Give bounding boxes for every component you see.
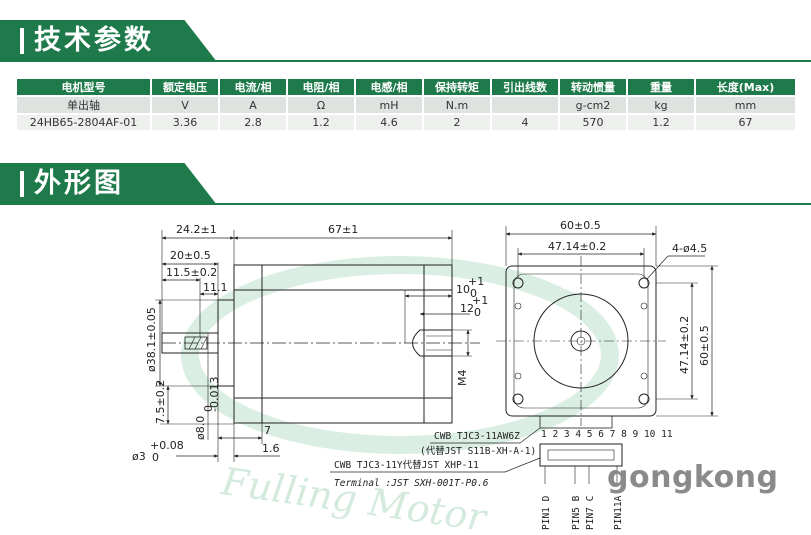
table-cell: V xyxy=(152,97,218,113)
specs-table: 电机型号 额定电压 电流/相 电阻/相 电感/相 保持转矩 引出线数 转动惯量 … xyxy=(15,77,797,132)
dim-label: 60±0.5 xyxy=(560,219,601,232)
table-cell: A xyxy=(220,97,286,113)
section-header-outline: 外形图 xyxy=(0,163,217,205)
dim-label-tol: +1 xyxy=(468,275,484,288)
table-row: 单出轴 V A Ω mH N.m g-cm2 kg mm xyxy=(17,97,795,113)
motor-shaft xyxy=(161,332,219,354)
shaft-flat xyxy=(184,336,208,350)
table-cell: mm xyxy=(696,97,795,113)
table-cell: 1.2 xyxy=(288,115,354,130)
table-cell: 2.8 xyxy=(220,115,286,130)
table-header-cell: 长度(Max) xyxy=(696,79,795,95)
table-cell: kg xyxy=(628,97,694,113)
connector-label: (代替JST S11B-XH-A-1) xyxy=(420,445,536,457)
table-header-cell: 重量 xyxy=(628,79,694,95)
dim-label: 10 xyxy=(456,283,470,296)
connector-label: Terminal :JST SXH-001T-P0.6 xyxy=(334,478,489,489)
dim-label: 11.5±0.2 xyxy=(166,266,217,279)
dim-label: 47.14±0.2 xyxy=(678,316,691,374)
table-header-cell: 电感/相 xyxy=(356,79,422,95)
dim-label: 7.5±0.2 xyxy=(154,380,167,424)
section-header-specs: 技术参数 xyxy=(0,20,217,62)
dim-label-tol: +1 xyxy=(472,294,488,307)
table-cell: mH xyxy=(356,97,422,113)
dim-label: M4 xyxy=(456,370,469,387)
pin-label: PIN5 B xyxy=(571,495,582,530)
pin-label: PIN11A xyxy=(613,495,624,530)
leader-line xyxy=(504,457,541,473)
dim-label: 60±0.5 xyxy=(698,325,711,366)
table-row: 24HB65-2804AF-01 3.36 2.8 1.2 4.6 2 4 57… xyxy=(17,115,795,130)
table-cell: Ω xyxy=(288,97,354,113)
connector-plug-inner xyxy=(547,449,615,461)
table-header-cell: 电阻/相 xyxy=(288,79,354,95)
dim-label-tol: 0 xyxy=(474,306,481,319)
section-header-accent xyxy=(20,28,24,54)
dim-label-tol: 0 xyxy=(202,405,215,412)
brand-watermark: gongkong xyxy=(607,460,779,495)
dim-label: 1.6 xyxy=(262,442,280,455)
watermark-logo xyxy=(181,256,619,454)
table-cell xyxy=(492,97,558,113)
connector-plug xyxy=(539,443,623,467)
dim-label: ø8.0 xyxy=(194,416,207,440)
table-cell: N.m xyxy=(424,97,490,113)
dim-label-tol: -0.013 xyxy=(208,377,221,412)
rear-thread-hole xyxy=(412,329,452,357)
dim-label-tol: +0.08 xyxy=(150,439,184,452)
shaft-hatch xyxy=(194,336,202,350)
leader-line xyxy=(519,427,541,444)
section-header-bar xyxy=(0,20,217,62)
table-header-cell: 额定电压 xyxy=(152,79,218,95)
connector-housing xyxy=(539,415,613,429)
pin-label: PIN1 D xyxy=(541,495,552,530)
dim-label: 11.1 xyxy=(203,281,228,294)
table-cell: 24HB65-2804AF-01 xyxy=(17,115,150,130)
pin-label: PIN7 C xyxy=(585,496,596,530)
dim-label: ø38.1±0.05 xyxy=(145,307,158,372)
table-cell: 1.2 xyxy=(628,115,694,130)
section-title-specs: 技术参数 xyxy=(34,25,154,56)
connector-label: CWB TJC3-11AW6Z xyxy=(434,431,520,442)
table-header-cell: 保持转矩 xyxy=(424,79,490,95)
pin-numbers: 1 2 3 4 5 6 7 8 9 10 11 xyxy=(541,429,673,440)
table-cell: 3.36 xyxy=(152,115,218,130)
table-cell: 单出轴 xyxy=(17,97,150,113)
table-header-cell: 引出线数 xyxy=(492,79,558,95)
table-cell: 4.6 xyxy=(356,115,422,130)
leader-line xyxy=(646,255,669,280)
section-header-bar xyxy=(0,163,217,205)
dim-label: 67±1 xyxy=(328,223,358,236)
table-header-cell: 电流/相 xyxy=(220,79,286,95)
table-header-cell: 转动惯量 xyxy=(560,79,626,95)
section-divider xyxy=(0,203,811,205)
table-header-cell: 电机型号 xyxy=(17,79,150,95)
table-cell: 2 xyxy=(424,115,490,130)
mount-holes xyxy=(512,277,650,405)
dim-label: 7 xyxy=(264,424,271,437)
dim-label: ø3 xyxy=(132,450,146,463)
dim-label: 4-ø4.5 xyxy=(672,242,707,255)
dim-label: 24.2±1 xyxy=(176,223,217,236)
shaft-hatch xyxy=(188,336,196,350)
table-cell: 570 xyxy=(560,115,626,130)
dim-label: 20±0.5 xyxy=(170,249,211,262)
connector-label: CWB TJC3-11Y代替JST XHP-11 xyxy=(334,459,479,471)
section-divider xyxy=(0,60,811,62)
table-cell: 4 xyxy=(492,115,558,130)
table-cell: g-cm2 xyxy=(560,97,626,113)
shaft-hatch xyxy=(200,336,208,350)
section-header-accent xyxy=(20,171,24,197)
dim-label: 47.14±0.2 xyxy=(548,240,606,253)
section-title-outline: 外形图 xyxy=(34,168,124,199)
table-cell: 67 xyxy=(696,115,795,130)
dim-label: 12 xyxy=(460,302,474,315)
dim-label-tol: 0 xyxy=(152,451,159,464)
dim-label-tol: 0 xyxy=(470,287,477,300)
table-header-row: 电机型号 额定电压 电流/相 电阻/相 电感/相 保持转矩 引出线数 转动惯量 … xyxy=(17,79,795,95)
